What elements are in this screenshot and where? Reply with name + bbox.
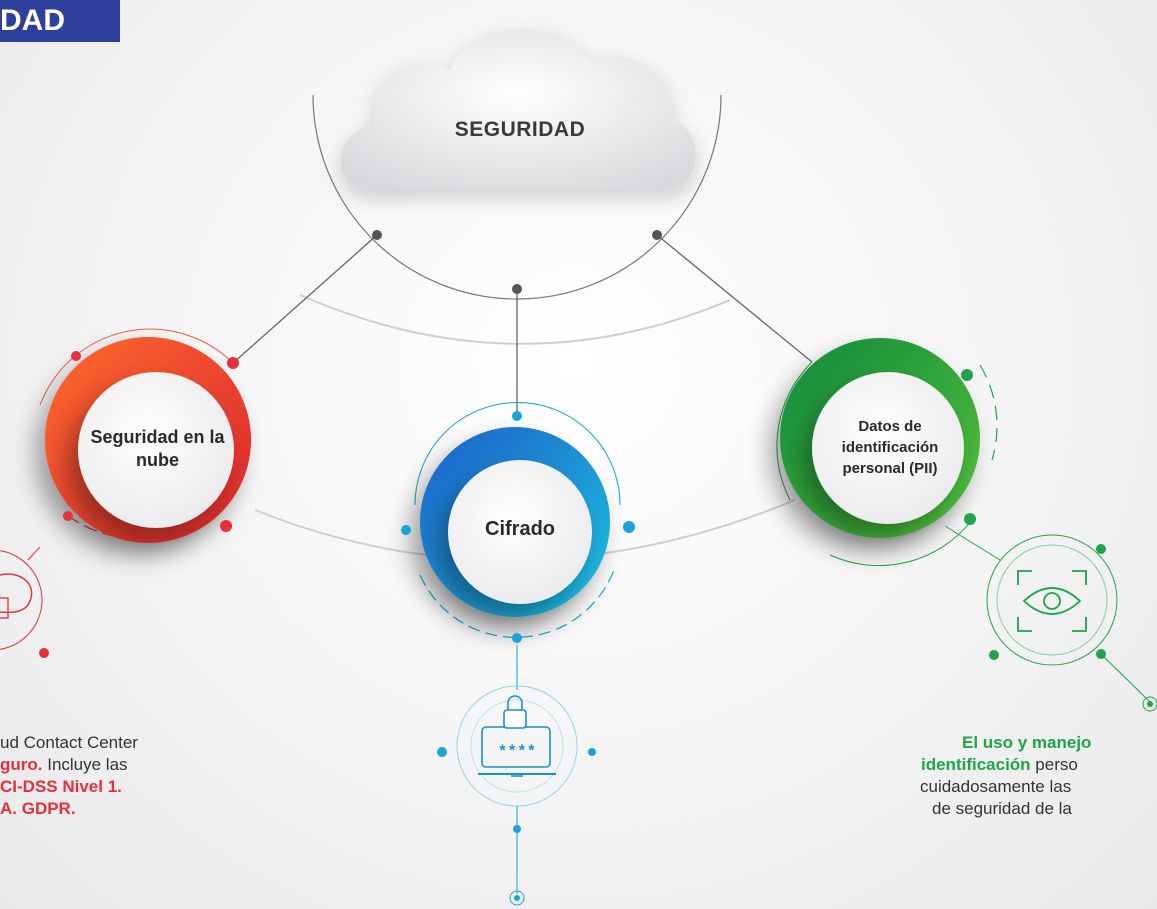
node-pii — [776, 338, 1001, 567]
eye-scan-icon — [986, 534, 1157, 712]
node-label-pii: Datos de identificación personal (PII) — [841, 418, 939, 477]
right-text-line3: cuidadosamente las — [920, 777, 1072, 796]
left-text-line4: A. GDPR. — [0, 799, 76, 818]
right-text-line1: El uso y manejo — [962, 733, 1092, 752]
connector-right — [656, 234, 813, 363]
right-text-line2: identificación perso — [921, 755, 1078, 774]
laptop-password-icon: **** — [437, 645, 596, 906]
connector-dot — [652, 230, 662, 240]
banner-text: DAD — [0, 4, 65, 37]
cloud-lock-icon — [0, 546, 49, 658]
connector-left — [232, 234, 378, 364]
right-text-highlight: identificación — [921, 755, 1031, 774]
outer-arc-top — [299, 294, 731, 345]
connector-dot — [512, 284, 522, 294]
left-text-line3: CI-DSS Nivel 1. — [0, 777, 122, 796]
title-banner: DAD — [0, 0, 120, 42]
pin-text: **** — [498, 743, 536, 761]
node-seguridad-nube — [39, 328, 251, 543]
node-cifrado — [401, 402, 635, 643]
connector-dot — [372, 230, 382, 240]
node-label-cifrado: Cifrado — [485, 518, 555, 540]
left-text-highlight: guro. — [0, 755, 43, 774]
right-text-line4: de seguridad de la — [932, 799, 1072, 818]
left-text-line1: ud Contact Center — [0, 733, 138, 752]
cloud-label: SEGURIDAD — [454, 118, 586, 141]
left-text-line2: guro. Incluye las — [0, 755, 128, 774]
cloud-shape — [340, 29, 696, 191]
node-label-seguridad-nube: Seguridad en la nube — [90, 427, 225, 470]
